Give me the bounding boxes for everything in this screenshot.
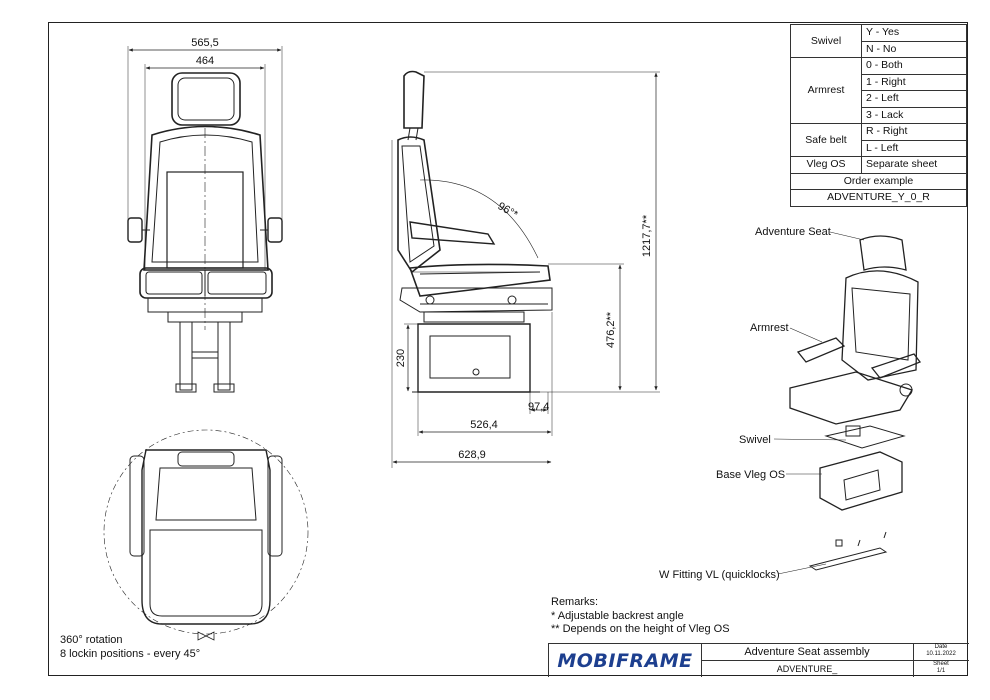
callout-swivel: Swivel: [739, 434, 771, 446]
dim-overall-width: 565,5: [191, 37, 219, 49]
callout-w-fitting: W Fitting VL (quicklocks): [659, 569, 780, 581]
callout-adventure-seat: Adventure Seat: [755, 226, 831, 238]
remarks: Remarks: * Adjustable backrest angle ** …: [551, 596, 730, 637]
front-view: [127, 46, 283, 393]
callout-base-vleg-os: Base Vleg OS: [716, 469, 785, 481]
order-example-value: ADVENTURE_Y_0_R: [790, 189, 967, 207]
cfg-option: Y - Yes: [861, 24, 967, 42]
date-cell: Date 10.11.2022: [913, 644, 969, 661]
side-view: [391, 70, 660, 468]
dim-total-height: 1217,7**: [641, 214, 653, 257]
top-view: [103, 429, 309, 641]
drawing-code: ADVENTURE_: [701, 661, 914, 677]
rotation-line: 360° rotation: [60, 634, 123, 646]
title-block: MOBIFRAME Adventure Seat assembly ADVENT…: [548, 643, 969, 677]
remark-line: ** Depends on the height of Vleg OS: [551, 623, 730, 635]
dim-seat-height: 476,2**: [605, 311, 617, 348]
drawing-frame: [48, 22, 968, 676]
remark-line: * Adjustable backrest angle: [551, 609, 684, 622]
cfg-option: 0 - Both: [861, 57, 967, 75]
isometric-view: [773, 231, 922, 575]
remarks-heading: Remarks:: [551, 596, 599, 608]
mobiframe-logo: MOBIFRAME: [549, 644, 702, 677]
dim-base-depth: 526,4: [470, 419, 498, 431]
sheet-cell: Sheet 1/1: [913, 661, 969, 677]
dim-base-height: 230: [395, 349, 407, 367]
cfg-key-vleg-os: Vleg OS: [790, 156, 862, 174]
drawing-title: Adventure Seat assembly: [701, 644, 914, 661]
dim-seat-width: 464: [196, 55, 214, 67]
rotation-note: 360° rotation 8 lockin positions - every…: [60, 634, 200, 661]
dim-backrest-angle: 96°*: [496, 200, 521, 221]
dim-total-depth: 628,9: [458, 449, 486, 461]
cfg-option: L - Left: [861, 139, 967, 157]
logo-text: MOBIFRAME: [557, 649, 693, 672]
cfg-option: Separate sheet: [861, 156, 967, 174]
callout-armrest: Armrest: [750, 322, 789, 334]
date-label: Date: [934, 644, 948, 650]
sheet-value: 1/1: [936, 668, 946, 674]
rotation-line: 8 lockin positions - every 45°: [60, 647, 201, 660]
cfg-key-safe-belt: Safe belt: [790, 123, 862, 157]
date-value: 10.11.2022: [926, 651, 956, 657]
sheet-label: Sheet: [933, 661, 949, 667]
dim-offset: 97,4: [528, 401, 549, 413]
configuration-table: Swivel Y - Yes N - No Armrest 0 - Both 1…: [790, 24, 967, 207]
